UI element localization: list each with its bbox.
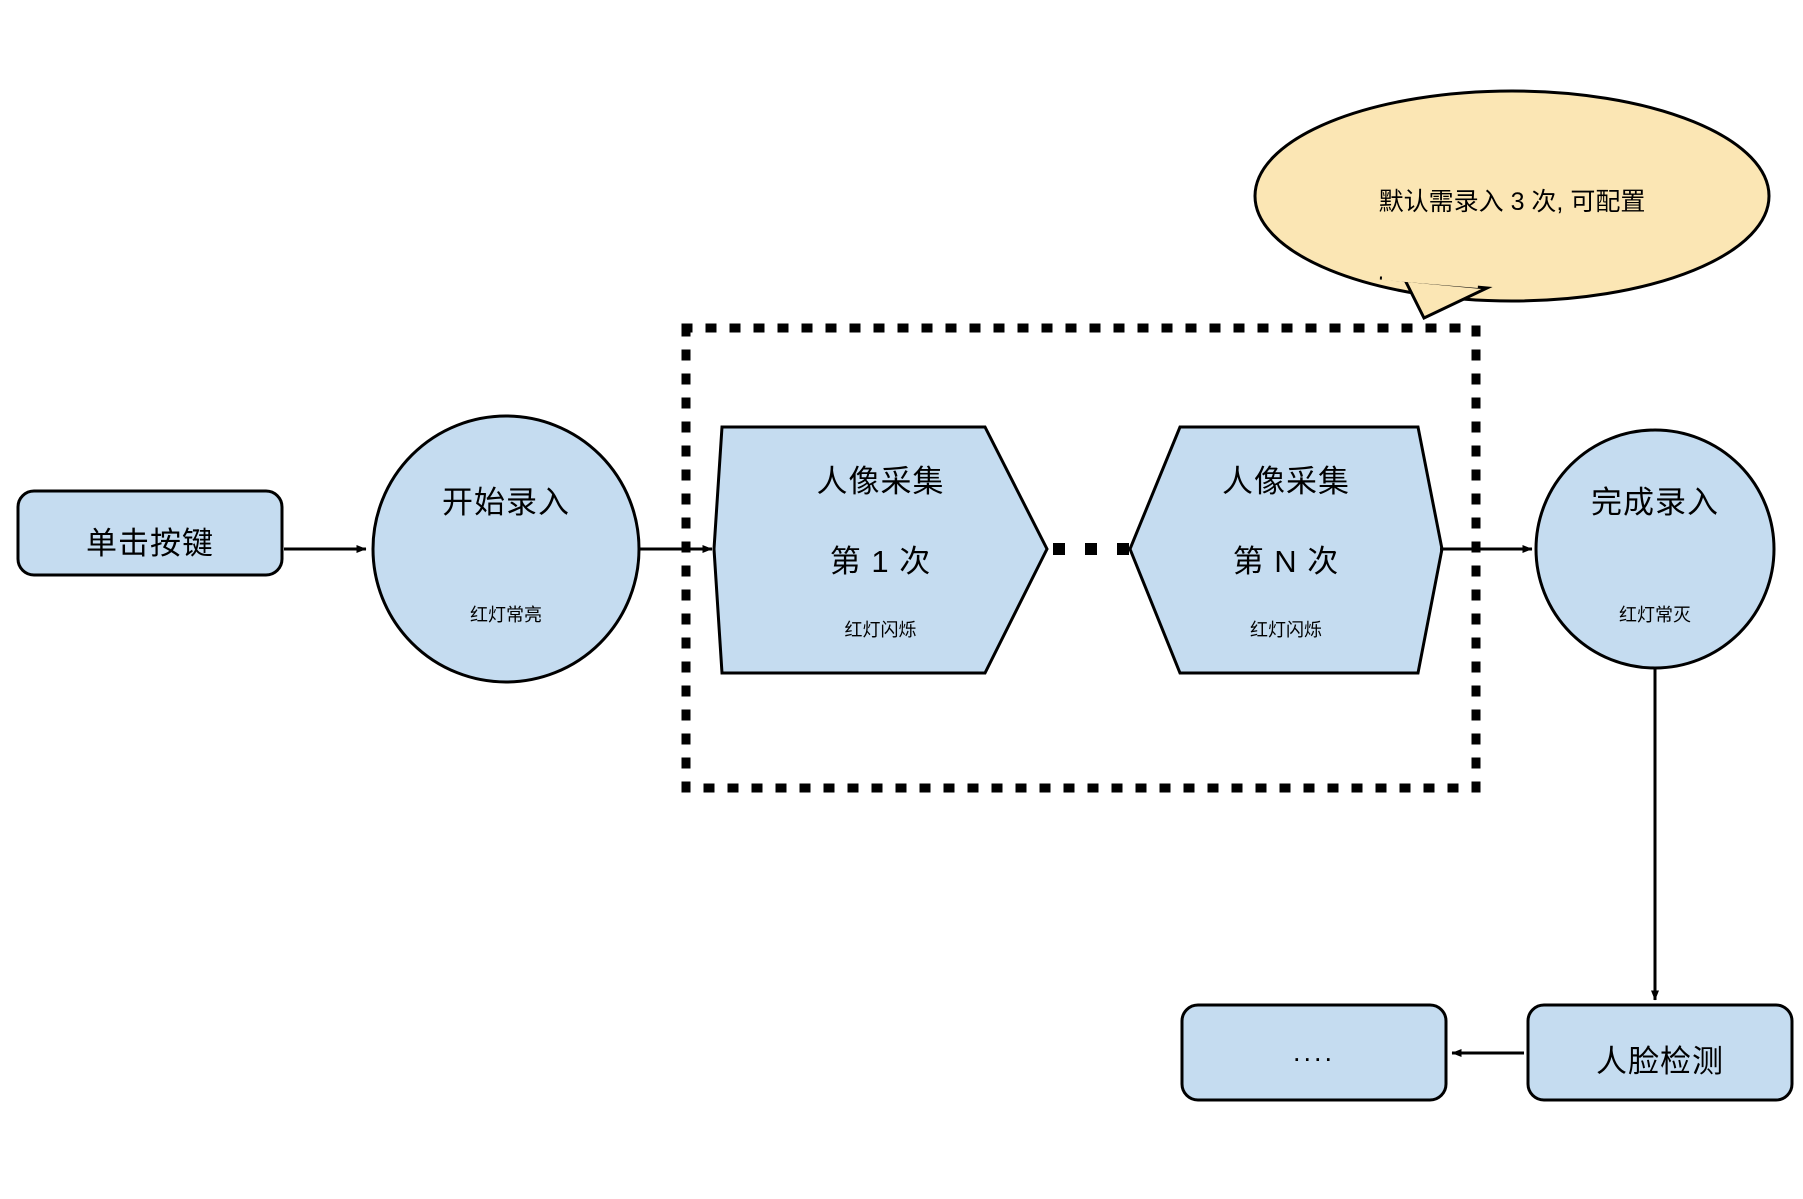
node-start-enroll-shape[interactable] xyxy=(371,414,641,684)
node-finish-enroll-shape[interactable] xyxy=(1534,428,1776,670)
node-capture-nth-shape[interactable] xyxy=(1128,425,1444,675)
node-capture-first-shape[interactable] xyxy=(712,425,1049,675)
node-click-button-shape[interactable] xyxy=(16,489,284,577)
node-face-detect-shape[interactable] xyxy=(1526,1003,1794,1102)
hexagon-ellipsis-dots xyxy=(1053,543,1129,555)
callout-bubble-shape xyxy=(1253,89,1771,320)
node-more-steps-shape[interactable] xyxy=(1180,1003,1448,1102)
